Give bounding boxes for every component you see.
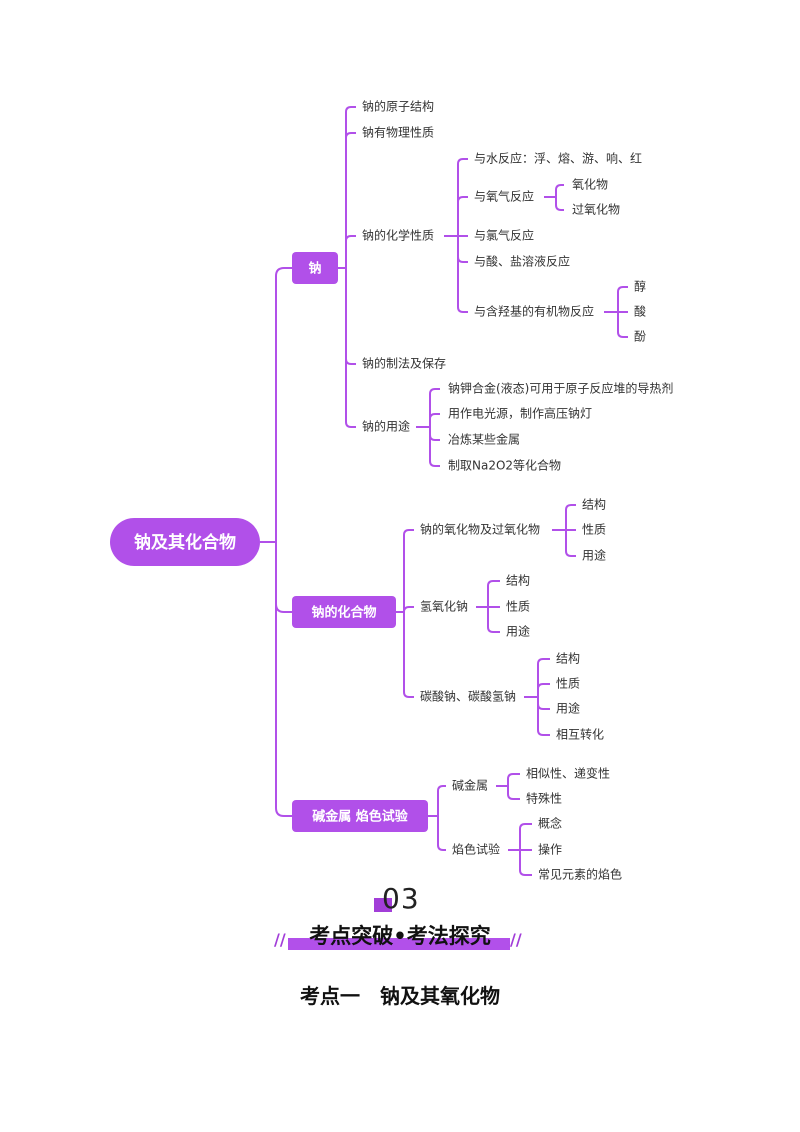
sodium-bracket-branch (345, 421, 356, 428)
section-number-text: 03 (382, 882, 420, 915)
compound-item: 用途 (556, 701, 580, 716)
branch-node-label: 钠的化合物 (311, 605, 376, 621)
sodium-bracket-branch (345, 235, 356, 242)
alkali-topic: 焰色试验 (452, 842, 500, 857)
alkali-bracket-branch (437, 844, 446, 851)
sodium-bracket-branch (345, 132, 356, 139)
compound-sub-bracket-branch (537, 729, 550, 736)
use-bracket-branch (429, 434, 440, 441)
organic-item: 醇 (634, 279, 646, 294)
compound-bracket-branch (403, 606, 414, 613)
use-item: 制取Na2O2等化合物 (448, 458, 561, 473)
compound-item: 结构 (506, 573, 530, 588)
sodium-topic: 钠的用途 (362, 419, 410, 434)
use-item: 冶炼某些金属 (448, 432, 520, 447)
compound-sub-bracket-branch (487, 626, 500, 633)
chem-bracket-branch (457, 306, 468, 313)
compound-item: 性质 (556, 677, 580, 691)
banner-title: 考点突破•考法探究 (309, 924, 491, 948)
compound-item: 性质 (582, 523, 606, 537)
chem-bracket-branch (457, 158, 468, 165)
compound-item: 性质 (506, 600, 530, 614)
compound-bracket-branch (403, 691, 414, 698)
root-branch (275, 807, 292, 817)
section-number-mark (374, 898, 392, 912)
branch-node-label: 碱金属 焰色试验 (312, 809, 409, 825)
sodium-topic: 钠有物理性质 (362, 125, 434, 140)
compound-sub-bracket-branch (565, 550, 576, 557)
root-branch (275, 603, 292, 613)
sodium-bracket-branch (345, 106, 356, 113)
root-branch (275, 267, 292, 277)
alkali-item: 操作 (538, 842, 562, 857)
compound-sub-bracket-branch (537, 703, 550, 710)
compound-item: 用途 (582, 548, 606, 563)
connector-lines (260, 106, 628, 876)
branch-node-3 (292, 800, 428, 832)
chem-bracket-branch (457, 256, 468, 263)
alkali-item: 常见元素的焰色 (538, 867, 622, 881)
alkali-item: 概念 (538, 816, 562, 831)
oxygen-item: 氧化物 (572, 178, 608, 192)
use-item: 钠钾合金(液态)可用于原子反应堆的导热剂 (448, 381, 673, 396)
alkali-bracket-branch (437, 785, 446, 792)
topic-heading: 考点一 钠及其氧化物 (300, 984, 500, 1008)
banner-left-decoration: // (274, 930, 286, 949)
banner-right-decoration: // (510, 930, 522, 949)
compound-sub-bracket-branch (487, 580, 500, 587)
organic-item: 酚 (634, 330, 646, 344)
use-bracket-branch (429, 460, 440, 467)
compound-bracket-branch (403, 529, 414, 536)
compound-item: 相互转化 (556, 727, 604, 742)
alkali-item: 相似性、递变性 (526, 766, 610, 781)
chem-bracket-branch (457, 196, 468, 203)
use-item: 用作电光源，制作高压钠灯 (448, 406, 592, 421)
alkali-item: 特殊性 (526, 791, 562, 806)
compound-topic: 氢氧化钠 (420, 599, 468, 614)
oxygen-bracket-branch (555, 204, 564, 211)
alkali-sub-bracket-branch (519, 869, 532, 876)
chem-topic: 与氯气反应 (474, 228, 534, 243)
alkali-sub-bracket-branch (507, 773, 520, 780)
use-bracket-branch (429, 413, 440, 420)
sodium-bracket-branch (345, 358, 356, 365)
root-node (110, 518, 260, 566)
alkali-sub-bracket-branch (519, 823, 532, 830)
compound-item: 结构 (582, 497, 606, 512)
compound-topic: 钠的氧化物及过氧化物 (420, 522, 540, 537)
section-banner: // 考点突破•考法探究 // (270, 916, 530, 956)
chem-topic: 与氧气反应 (474, 189, 534, 204)
chem-topic: 与水反应：浮、熔、游、响、红 (474, 151, 642, 166)
compound-item: 用途 (506, 624, 530, 639)
sodium-topic: 钠的制法及保存 (362, 356, 446, 371)
chem-topic: 与含羟基的有机物反应 (474, 304, 594, 319)
compound-item: 结构 (556, 651, 580, 666)
branch-node-2 (292, 596, 396, 628)
chem-topic: 与酸、盐溶液反应 (474, 254, 570, 269)
banner-highlight-bar (288, 938, 510, 950)
organic-bracket-branch (617, 286, 628, 293)
root-node-label: 钠及其化合物 (134, 532, 236, 553)
organic-bracket-branch (617, 331, 628, 338)
alkali-sub-bracket-branch (507, 793, 520, 800)
compound-sub-bracket-branch (537, 683, 550, 690)
oxygen-bracket-branch (555, 184, 564, 191)
sodium-topic: 钠的原子结构 (362, 99, 434, 114)
alkali-topic: 碱金属 (452, 778, 488, 793)
compound-topic: 碳酸钠、碳酸氢钠 (420, 689, 516, 704)
section-number: 03 (372, 882, 432, 915)
branch-node-label: 钠 (308, 261, 321, 277)
branch-node-1 (292, 252, 338, 284)
use-bracket-branch (429, 388, 440, 395)
compound-sub-bracket-branch (565, 504, 576, 511)
compound-sub-bracket-branch (537, 658, 550, 665)
oxygen-item: 过氧化物 (572, 203, 620, 217)
sodium-topic: 钠的化学性质 (362, 228, 434, 243)
organic-item: 酸 (634, 304, 646, 319)
